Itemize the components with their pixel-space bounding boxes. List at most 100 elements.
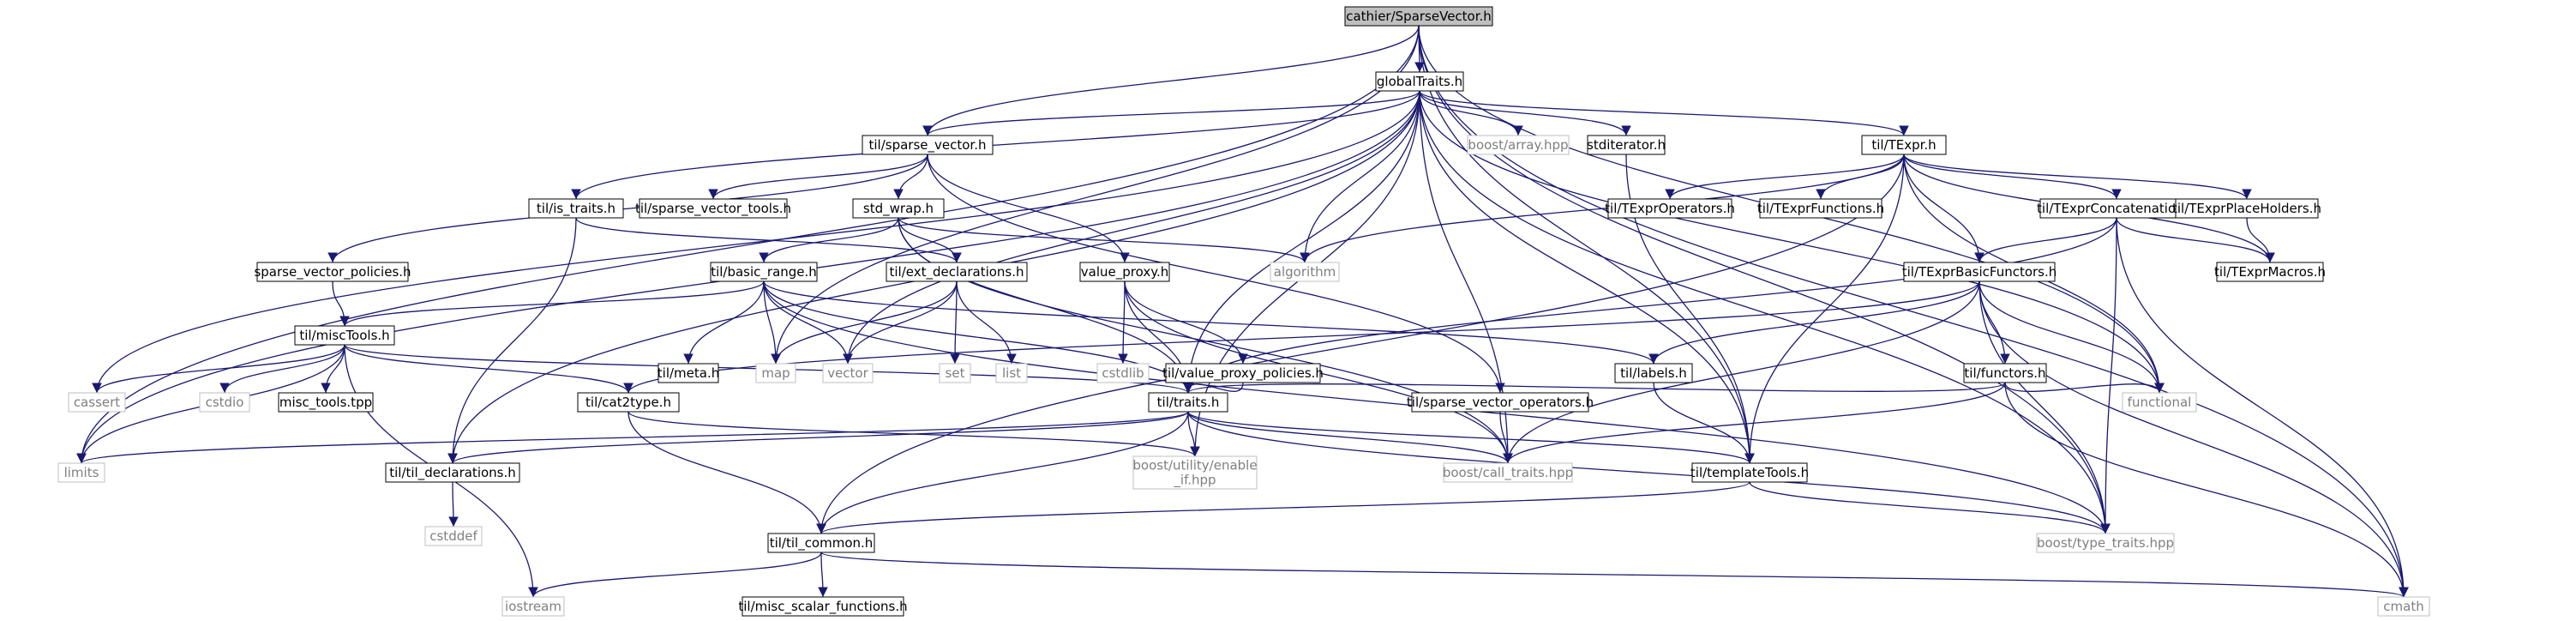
node-extdecl[interactable]: til/ext_declarations.h <box>886 262 1028 282</box>
node-box-vector <box>822 363 874 383</box>
node-gt[interactable]: globalTraits.h <box>1375 71 1464 92</box>
node-box-functional <box>2122 392 2197 413</box>
node-box-texpr <box>1861 135 1947 155</box>
node-box-calltraits <box>1443 462 1573 483</box>
node-misctpp[interactable]: misc_tools.tpp <box>278 392 374 413</box>
node-iostream: iostream <box>501 596 565 617</box>
node-box-cassert <box>68 392 126 413</box>
edge-gt-to-traits <box>1183 90 1420 394</box>
edge-gt-to-algorithm <box>1300 90 1420 263</box>
edge-texprbf-to-typetraits <box>1979 280 2111 534</box>
node-miscscalar[interactable]: til/misc_scalar_functions.h <box>738 596 908 617</box>
node-map: map <box>755 363 796 383</box>
edge-stdwrap-to-basicrange <box>759 217 899 263</box>
node-basicrange[interactable]: til/basic_range.h <box>710 262 818 282</box>
node-box-cstdio <box>199 392 250 413</box>
node-box-functors <box>1963 363 2047 383</box>
edge-gt-to-cassert <box>92 90 1420 394</box>
edge-texpr-to-texprops <box>1665 154 1905 200</box>
edge-tspv-to-stdwrap <box>893 154 928 200</box>
node-label-istraits: til/is_traits.h <box>537 201 615 217</box>
node-limits: limits <box>57 462 105 483</box>
node-svtools[interactable]: til/sparse_vector_tools.h <box>635 198 791 219</box>
node-label-vpp: til/value_proxy_policies.h <box>1162 365 1324 382</box>
node-vector: vector <box>822 363 874 383</box>
edge-texprbf-to-cmath <box>1979 280 2409 598</box>
node-tspv[interactable]: til/sparse_vector.h <box>862 135 994 155</box>
node-istraits[interactable]: til/is_traits.h <box>528 198 624 219</box>
node-misctools[interactable]: til/miscTools.h <box>294 325 395 346</box>
node-tilcommon[interactable]: til/til_common.h <box>767 533 875 553</box>
node-stditer[interactable]: stditerator.h <box>1587 135 1666 155</box>
node-tildecl[interactable]: til/til_declarations.h <box>385 462 520 483</box>
node-svpol[interactable]: sparse_vector_policies.h <box>254 262 411 282</box>
node-label-functors: til/functors.h <box>1964 365 2045 381</box>
node-box-map <box>755 363 796 383</box>
node-label-boostarr: boost/array.hpp <box>1468 137 1568 153</box>
node-label-calltraits: boost/call_traits.hpp <box>1443 465 1573 481</box>
edge-traits-to-enableif <box>1187 411 1200 457</box>
node-texprbf[interactable]: til/TExprBasicFunctors.h <box>1902 262 2057 282</box>
edge-basicrange-to-meta <box>683 280 765 365</box>
node-valproxy[interactable]: value_proxy.h <box>1079 262 1170 282</box>
node-label-gt: globalTraits.h <box>1377 74 1462 89</box>
node-box-cstddef <box>424 526 483 546</box>
node-traits[interactable]: til/traits.h <box>1148 392 1228 413</box>
node-label-set: set <box>946 365 965 381</box>
node-box-basicrange <box>710 262 818 282</box>
node-label-algorithm: algorithm <box>1274 264 1336 280</box>
edge-labels-to-templtools <box>1653 382 1755 464</box>
node-texprfun[interactable]: til/TExprFunctions.h <box>1757 198 1884 219</box>
edge-basicrange-to-misctools <box>339 280 765 327</box>
edge-gt-to-stditer <box>1419 90 1631 136</box>
edge-traits-to-limits <box>76 411 1189 464</box>
node-svops[interactable]: til/sparse_vector_operators.h <box>1407 392 1594 413</box>
node-calltraits: boost/call_traits.hpp <box>1443 462 1573 483</box>
edge-istraits-to-extdecl <box>575 217 962 263</box>
node-vpp[interactable]: til/value_proxy_policies.h <box>1162 363 1324 383</box>
node-box-templtools <box>1691 462 1808 483</box>
edge-texprconc-to-texprmac <box>2116 217 2275 263</box>
node-box-svops <box>1411 392 1589 413</box>
node-label-typetraits: boost/type_traits.hpp <box>2037 535 2174 552</box>
node-stdwrap[interactable]: std_wrap.h <box>852 198 945 219</box>
node-texpr[interactable]: til/TExpr.h <box>1861 135 1947 155</box>
edge-tspv-to-svtools <box>708 154 928 200</box>
edge-gt-to-tspv <box>922 90 1420 136</box>
node-box-valproxy <box>1079 262 1170 282</box>
node-label-texpr: til/TExpr.h <box>1871 137 1936 153</box>
node-label-cstdlib: cstdlib <box>1102 365 1144 381</box>
node-box-stdwrap <box>852 198 945 219</box>
node-label-miscscalar: til/misc_scalar_functions.h <box>738 599 907 615</box>
node-box-texprph <box>2175 198 2319 219</box>
node-functors[interactable]: til/functors.h <box>1963 363 2047 383</box>
node-label-iostream: iostream <box>505 599 561 614</box>
node-label-texprops: til/TExprOperators.h <box>1605 201 1735 216</box>
node-box-texprfun <box>1759 198 1882 219</box>
edge-stdwrap-to-calltraits <box>898 217 1513 464</box>
node-label-svops: til/sparse_vector_operators.h <box>1407 395 1594 411</box>
node-templtools[interactable]: til/templateTools.h <box>1690 462 1809 483</box>
node-labels[interactable]: til/labels.h <box>1614 363 1693 383</box>
node-label-tspv: til/sparse_vector.h <box>869 137 987 154</box>
node-box-gt <box>1375 71 1464 92</box>
node-box-labels <box>1614 363 1693 383</box>
node-box-misctpp <box>278 392 374 413</box>
node-texprconc[interactable]: til/TExprConcatenation.h <box>2037 198 2196 219</box>
node-cassert: cassert <box>68 392 126 413</box>
edge-misctools-to-cassert <box>92 344 345 394</box>
node-texprph[interactable]: til/TExprPlaceHolders.h <box>2172 198 2321 219</box>
edge-texprbf-to-labels <box>1648 280 1980 365</box>
node-texprops[interactable]: til/TExprOperators.h <box>1605 198 1735 219</box>
node-meta[interactable]: til/meta.h <box>658 363 719 383</box>
edge-sv-to-templtools <box>1418 25 1755 464</box>
node-cat2type[interactable]: til/cat2type.h <box>577 392 680 413</box>
edge-tspv-to-valproxy <box>927 154 1130 263</box>
node-box-misctools <box>294 325 395 346</box>
node-label-tilcommon: til/til_common.h <box>770 535 874 552</box>
node-texprmac[interactable]: til/TExprMacros.h <box>2214 262 2326 282</box>
node-label-cmath: cmath <box>2383 599 2423 614</box>
edge-basicrange-to-map <box>763 280 781 365</box>
node-sv[interactable]: cathier/SparseVector.h <box>1344 6 1493 27</box>
edge-gt-to-boostarr <box>1419 90 1523 136</box>
